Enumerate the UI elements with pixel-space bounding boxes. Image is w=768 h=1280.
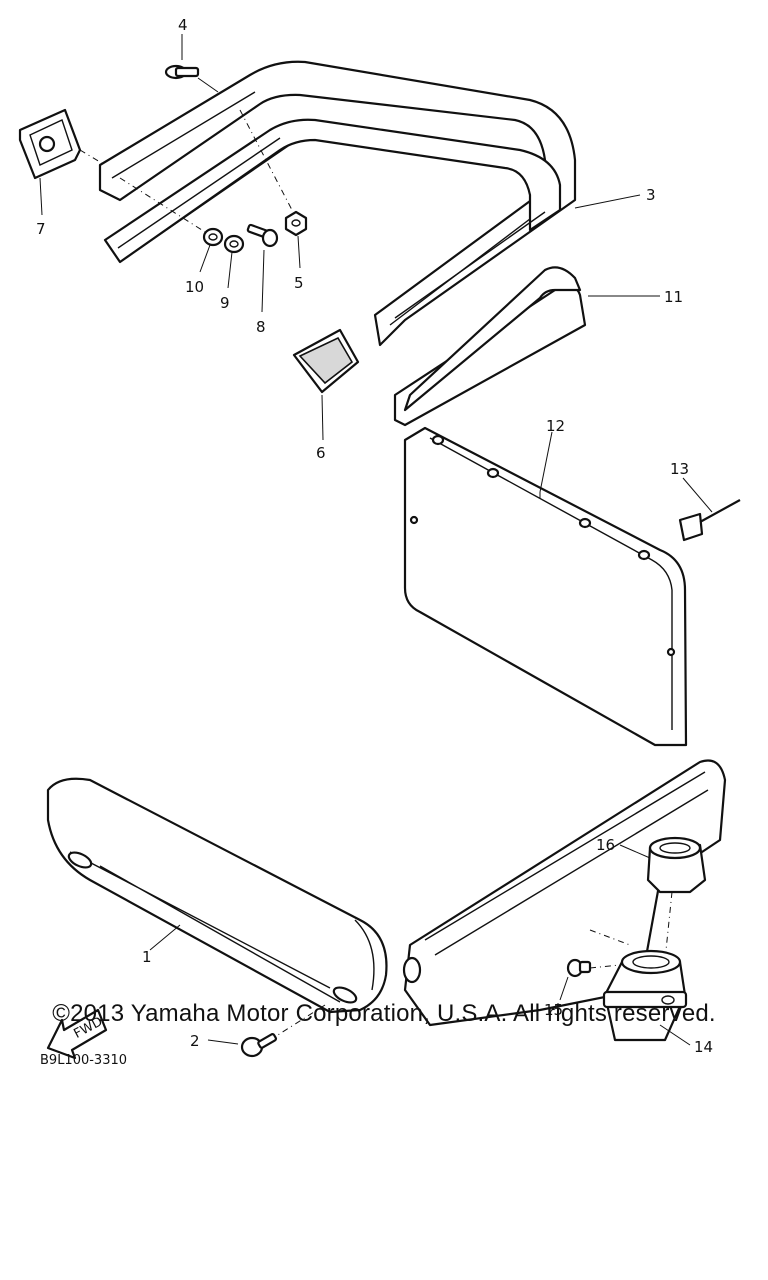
callout-6: 6 [316, 444, 326, 462]
part-9-washer [223, 234, 245, 289]
callout-10: 10 [185, 278, 204, 296]
part-1-bumper [46, 777, 388, 1041]
callout-2: 2 [190, 1032, 200, 1050]
part-7-bracket [18, 108, 106, 216]
callout-11: 11 [664, 288, 683, 306]
callout-13: 13 [670, 460, 689, 478]
part-16-cap [619, 836, 707, 961]
callout-5: 5 [294, 274, 304, 292]
callout-7: 7 [36, 220, 46, 238]
part-6-cap [292, 328, 360, 441]
diagram-code: B9L100-3310 [40, 1053, 127, 1068]
part-4-bolt [164, 34, 219, 93]
part-14-boot [602, 949, 691, 1046]
part-8-bolt [246, 223, 279, 313]
part-5-nut [239, 109, 308, 269]
callout-12: 12 [546, 417, 565, 435]
frame-rubber-strip [103, 118, 562, 319]
copyright-notice: ©2013 Yamaha Motor Corporation, U.S.A. A… [52, 1000, 716, 1027]
part-2-bolt [207, 1033, 278, 1058]
part-12-panel [403, 426, 688, 747]
parts-diagram: FWD 4 3 7 10 9 8 5 11 6 12 13 16 1 2 15 … [18, 16, 741, 1068]
callout-14: 14 [694, 1038, 713, 1056]
callout-16: 16 [596, 836, 615, 854]
callout-8: 8 [256, 318, 266, 336]
callout-3: 3 [646, 186, 656, 204]
callout-9: 9 [220, 294, 230, 312]
callout-4: 4 [178, 16, 188, 34]
part-11-channel [393, 266, 660, 427]
part-13-rivet [678, 477, 741, 542]
part-10-washer [119, 177, 224, 273]
part-15-plug [559, 958, 621, 1001]
callout-15: 15 [544, 1001, 563, 1019]
callout-1: 1 [142, 948, 152, 966]
